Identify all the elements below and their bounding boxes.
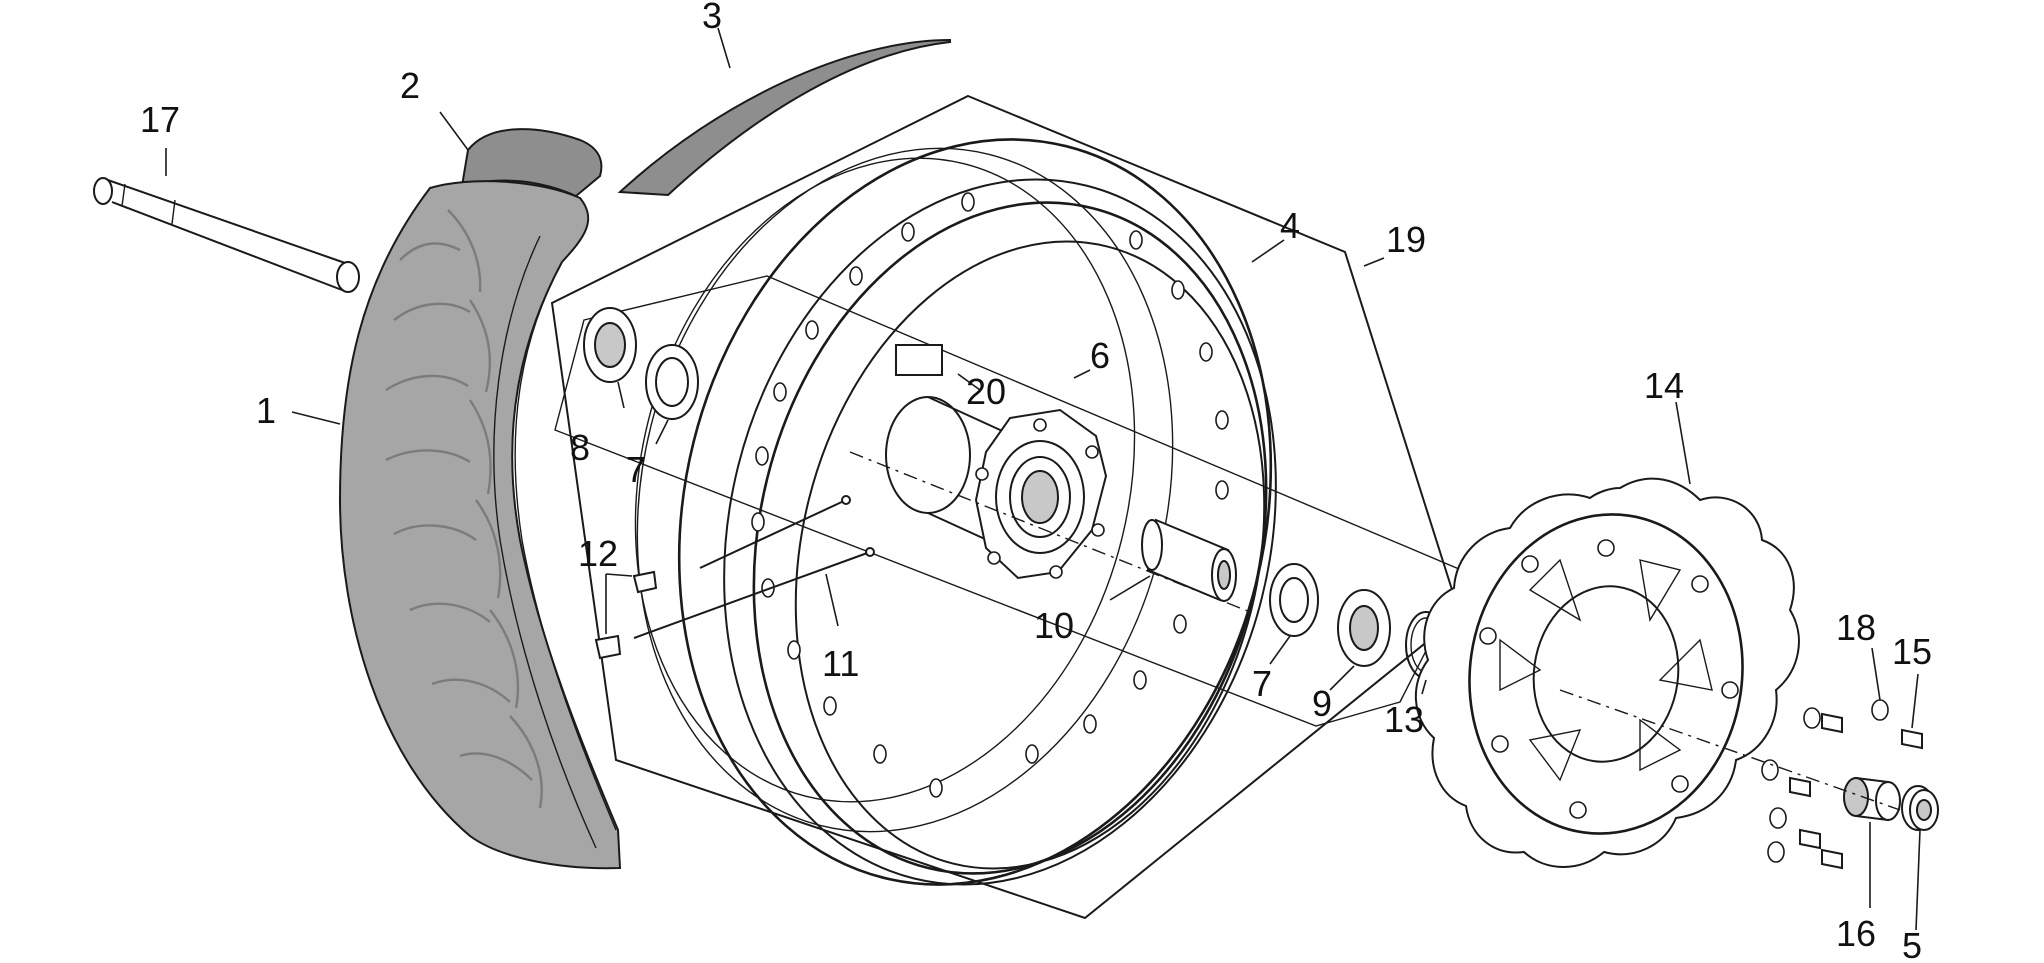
hub-6 bbox=[885, 396, 1108, 580]
rim-spoke-holes bbox=[751, 192, 1229, 798]
callout-8: 8 bbox=[570, 427, 590, 468]
tire-1 bbox=[338, 180, 622, 870]
callout-7b: 7 bbox=[1252, 663, 1272, 704]
axle-nut-5 bbox=[1901, 785, 1939, 831]
wheel-rim-4 bbox=[634, 138, 1277, 886]
sticker-20 bbox=[895, 344, 943, 376]
callout-20: 20 bbox=[966, 371, 1006, 412]
wheel-axis-line bbox=[849, 451, 1901, 811]
axle-17 bbox=[93, 177, 360, 293]
callout-16: 16 bbox=[1836, 913, 1876, 954]
bearing-7-left bbox=[645, 344, 699, 420]
callout-5: 5 bbox=[1902, 925, 1922, 963]
callout-7a: 7 bbox=[626, 449, 646, 490]
oil-seal-8 bbox=[583, 307, 637, 383]
washers-18 bbox=[1761, 699, 1889, 863]
inner-tube-2 bbox=[460, 128, 603, 198]
hub-group-outline bbox=[554, 275, 1467, 727]
callout-10: 10 bbox=[1034, 605, 1074, 646]
callout-17: 17 bbox=[140, 99, 180, 140]
wheel-assembly-outline-19 bbox=[550, 94, 1462, 920]
spokes-11 bbox=[633, 495, 875, 639]
callout-15: 15 bbox=[1892, 631, 1932, 672]
callout-13: 13 bbox=[1384, 699, 1424, 740]
rim-band-3 bbox=[617, 38, 951, 197]
callout-9: 9 bbox=[1312, 683, 1332, 724]
callout-1: 1 bbox=[256, 390, 276, 431]
disc-screws-15 bbox=[1789, 712, 1923, 870]
callout-19: 19 bbox=[1386, 219, 1426, 260]
callout-6: 6 bbox=[1090, 335, 1110, 376]
spacer-10 bbox=[1141, 518, 1237, 602]
oil-seal-9 bbox=[1337, 589, 1391, 667]
spoke-nipples-12 bbox=[594, 570, 658, 660]
callout-2: 2 bbox=[400, 65, 420, 106]
callout-18: 18 bbox=[1836, 607, 1876, 648]
callout-3: 3 bbox=[702, 0, 722, 36]
callout-labels: 1 2 3 4 5 6 7 7 8 9 10 11 12 13 14 15 16… bbox=[140, 0, 1932, 963]
bearing-7-right bbox=[1269, 563, 1319, 637]
callout-4: 4 bbox=[1280, 205, 1300, 246]
spacer-16 bbox=[1843, 776, 1901, 822]
callout-12: 12 bbox=[578, 533, 618, 574]
brake-disc-14 bbox=[1415, 477, 1800, 868]
leader-lines bbox=[165, 27, 1921, 931]
callout-14: 14 bbox=[1644, 365, 1684, 406]
callout-11: 11 bbox=[822, 643, 859, 684]
